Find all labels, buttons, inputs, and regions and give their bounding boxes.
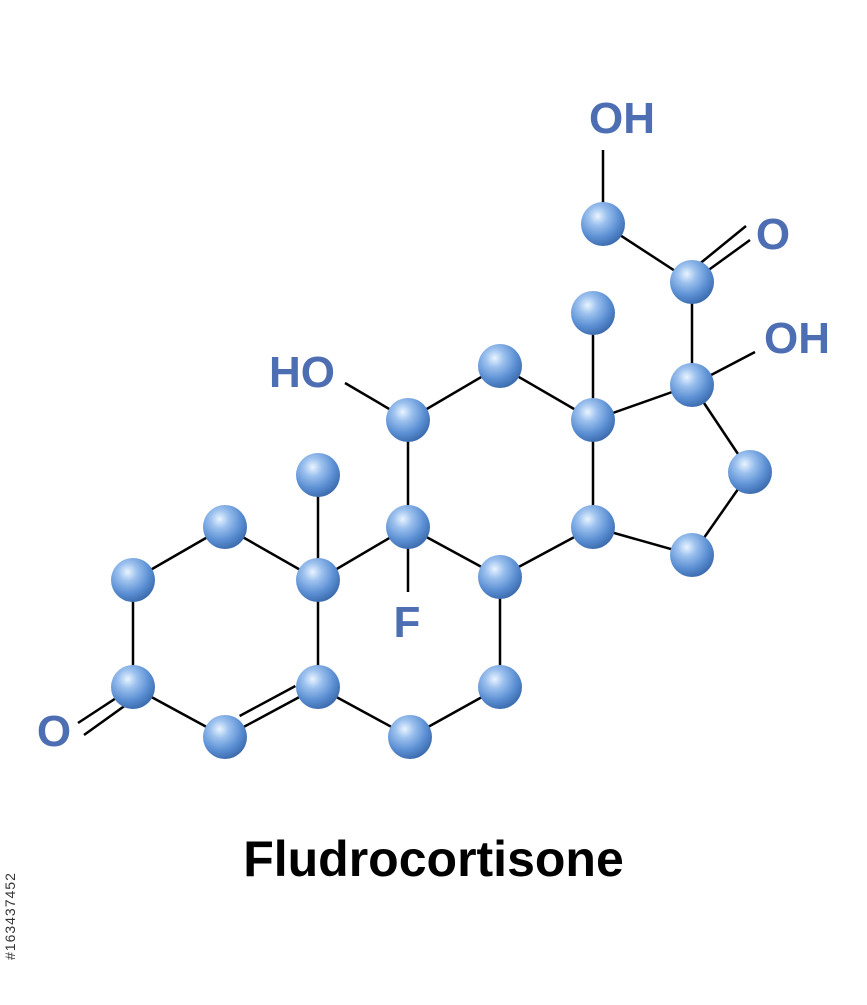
label-o-left: O <box>37 707 71 756</box>
carbon-atom-c10 <box>296 558 340 602</box>
carbon-atom-c9 <box>386 505 430 549</box>
carbon-atom-c11 <box>386 398 430 442</box>
atoms <box>111 202 772 759</box>
carbon-atom-c13 <box>571 398 615 442</box>
carbon-atom-c18 <box>296 453 340 497</box>
stock-id: #163437452 <box>2 872 18 960</box>
bond-c4-c5-inner <box>239 684 296 718</box>
carbon-atom-c14 <box>571 505 615 549</box>
bonds <box>77 150 756 739</box>
carbon-atom-c7 <box>478 665 522 709</box>
carbon-atom-c21 <box>581 202 625 246</box>
label-o-ketone-side: O <box>756 210 790 259</box>
label-oh-right: OH <box>764 314 830 363</box>
carbon-atom-c4 <box>203 715 247 759</box>
carbon-atom-c2 <box>203 505 247 549</box>
carbon-atom-c19 <box>571 291 615 335</box>
carbon-atom-c17 <box>670 363 714 407</box>
molecule-name: Fludrocortisone <box>243 831 624 887</box>
carbon-atom-c8 <box>478 555 522 599</box>
carbon-atom-c1 <box>111 558 155 602</box>
carbon-atom-c15 <box>670 533 714 577</box>
carbon-atom-c5 <box>296 665 340 709</box>
carbon-atom-c3 <box>111 665 155 709</box>
label-oh-top: OH <box>589 94 655 143</box>
atom-labels: OH O OH HO F O <box>37 94 830 756</box>
carbon-atom-c12 <box>478 344 522 388</box>
carbon-atom-c16 <box>728 450 772 494</box>
label-f: F <box>394 598 421 647</box>
carbon-atom-c6 <box>388 715 432 759</box>
label-ho-left: HO <box>269 348 335 397</box>
carbon-atom-c20 <box>670 260 714 304</box>
